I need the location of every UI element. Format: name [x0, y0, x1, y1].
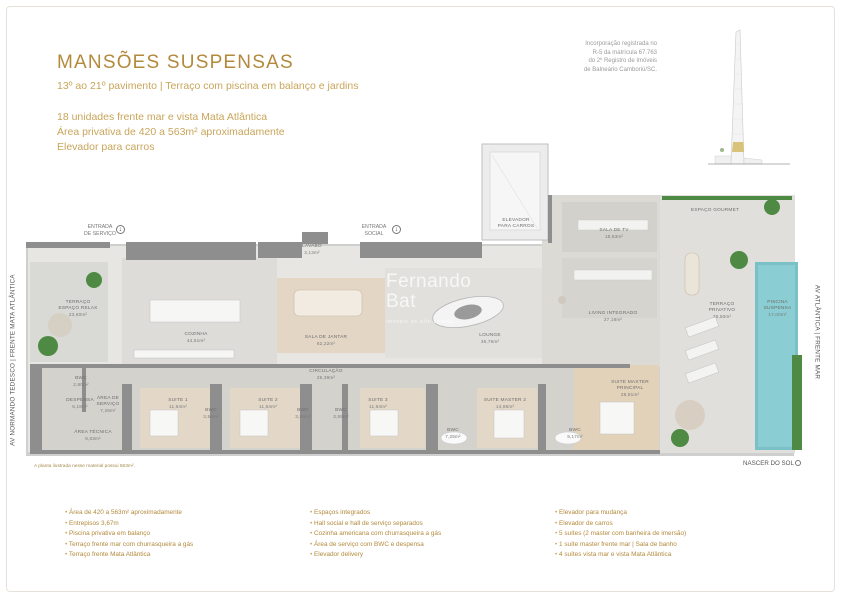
feature-item: Elevador para mudança [555, 508, 686, 519]
description-line: 18 unidades frente mar e vista Mata Atlâ… [57, 111, 268, 123]
page-border [6, 6, 835, 592]
feature-item: Entrepisos 3,67m [65, 519, 193, 530]
description-line: Área privativa de 420 a 563m² aproximada… [57, 126, 285, 138]
features-column-3: Elevador para mudança Elevador de carros… [555, 508, 686, 561]
feature-item: Elevador delivery [310, 550, 441, 561]
feature-item: Hall social e hall de serviço separados [310, 519, 441, 530]
feature-item: Cozinha americana com churrasqueira a gá… [310, 529, 441, 540]
page-subtitle: 13º ao 21º pavimento | Terraço com pisci… [57, 80, 359, 92]
registration-line: de Balneário Camboriú/SC. [583, 66, 657, 73]
feature-item: Terraço frente mar com churrasqueira a g… [65, 540, 193, 551]
description-line: Elevador para carros [57, 141, 155, 153]
floor-plan [26, 143, 802, 456]
feature-item: Área de serviço com BWC e despensa [310, 540, 441, 551]
description: 18 unidades frente mar e vista Mata Atlâ… [57, 110, 285, 155]
registration-line: do 2º Registro de Imóveis [588, 58, 657, 64]
tower-elevation-illustration [708, 29, 790, 165]
feature-item: Piscina privativa em balanço [65, 529, 193, 540]
street-label-right: AV ATLÂNTICA | FRENTE MAR [813, 284, 821, 380]
sunrise-label: NASCER DO SOL [743, 460, 794, 467]
registration-line: R-5 da matrícula 67.763 [592, 49, 657, 56]
watermark-text: Bat [386, 291, 417, 312]
feature-item: 4 suítes vista mar e vista Mata Atlântic… [555, 550, 686, 561]
plan-note: A planta ilustrada nesse material possui… [34, 464, 135, 469]
feature-item: 1 suíte master frente mar | Sala de banh… [555, 540, 686, 551]
street-label-left: AV NORMANDO TEDESCO | FRENTE MATA ATLÂNT… [9, 274, 17, 446]
arrow-down-icon: ↓ [392, 225, 401, 234]
sun-icon [795, 460, 801, 466]
watermark-subtext: imóveis de alto padrão [386, 319, 454, 325]
feature-item: Elevador de carros [555, 519, 686, 530]
arrow-down-icon: ↓ [116, 225, 125, 234]
feature-item: 5 suítes (2 master com banheira de imers… [555, 529, 686, 540]
page-title: MANSÕES SUSPENSAS [57, 52, 294, 73]
feature-item: Espaços integrados [310, 508, 441, 519]
watermark-logo: Fernando Bat imóveis de alto padrão [386, 272, 471, 332]
features-column-2: Espaços integrados Hall social e hall de… [310, 508, 441, 561]
feature-item: Área de 420 a 563m² aproximadamente [65, 508, 193, 519]
registration-line: Incorporação registrada no [585, 41, 657, 47]
feature-item: Terraço frente Mata Atlântica [65, 550, 193, 561]
registration-note: Incorporação registrada no R-5 da matríc… [540, 40, 657, 74]
room-label-gourmet: ESPAÇO GOURMET [690, 208, 740, 213]
features-column-1: Área de 420 a 563m² aproximadamente Entr… [65, 508, 193, 561]
watermark-text: Fernando [386, 271, 472, 292]
